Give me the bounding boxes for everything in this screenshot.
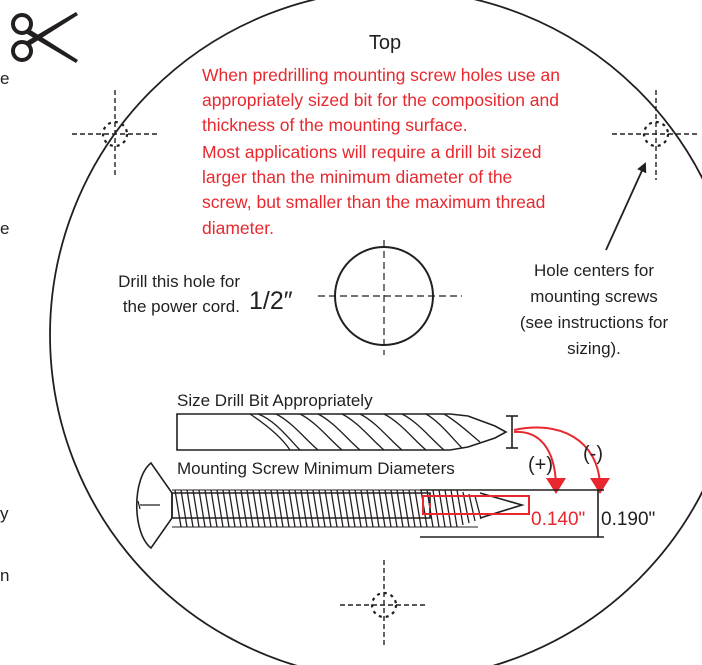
mounting-hole-left [72,90,158,178]
instruction-line: diameter. [202,218,274,238]
margin-letter: y [0,504,9,523]
instruction-line: screw, but smaller than the maximum thre… [202,192,545,212]
drill-bit-label: Size Drill Bit Appropriately [177,391,373,410]
svg-text:mounting screws: mounting screws [530,287,658,306]
min-diameter-box [422,495,530,515]
power-cord-hole [318,240,462,355]
scissors-icon [11,12,78,63]
instruction-line: larger than the minimum diameter of the [202,167,512,187]
hole-centers-label: Hole centers for mounting screws (see in… [520,261,669,358]
max-diameter-bracket [420,489,604,538]
screw-label: Mounting Screw Minimum Diameters [177,459,455,478]
power-cord-label: Drill this hole for [118,272,240,291]
power-cord-size: 1/2″ [249,287,293,315]
svg-text:Hole centers for: Hole centers for [534,261,654,280]
svg-text:(see instructions for: (see instructions for [520,313,669,332]
drill-bit-drawing [176,413,508,451]
hole-centers-arrow [605,162,647,251]
template-title: Top [369,32,401,54]
instructions-block: When predrilling mounting screw holes us… [202,65,560,238]
mounting-hole-bottom [340,560,428,648]
drill-bit-dimension [506,415,518,449]
margin-letter: n [0,566,9,585]
max-diameter-value: 0.190" [601,509,655,530]
plus-label: (+) [528,454,553,476]
mounting-hole-right [612,90,700,180]
template-outline-circle [49,0,702,665]
diameter-leader-lines [513,426,610,494]
instruction-line: When predrilling mounting screw holes us… [202,65,560,85]
minus-label: (-) [583,443,603,465]
instruction-line: appropriately sized bit for the composit… [202,90,559,110]
svg-text:sizing).: sizing). [567,339,621,358]
instruction-line: Most applications will require a drill b… [202,142,541,162]
margin-letter: e [0,69,9,88]
margin-letter: e [0,219,9,238]
min-diameter-value: 0.140" [531,509,585,530]
instruction-line: thickness of the mounting surface. [202,115,468,135]
power-cord-label: the power cord. [123,297,240,316]
